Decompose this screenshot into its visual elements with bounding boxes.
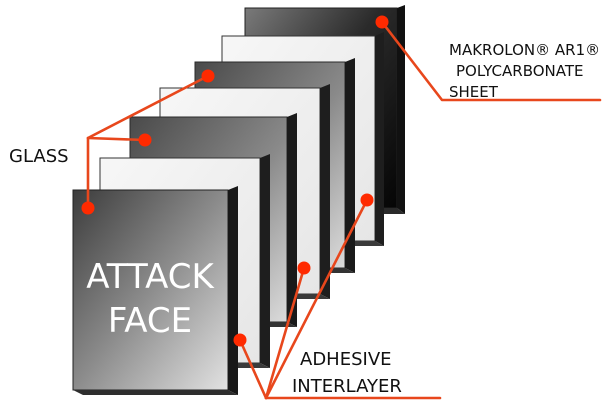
interlayer-leader-3 [264,198,369,400]
polycarbonate-dot [375,15,389,29]
adhesive-label-line2: INTERLAYER [292,376,402,397]
polycarbonate-leader [380,20,602,102]
glass-leader-middle [86,136,147,142]
glass-dot-front [81,201,95,215]
attack-face-label-line1: ATTACK [86,257,215,297]
interlayer-dot-2 [297,261,311,275]
glass-dot-middle [138,133,152,147]
panel-attack-face [72,186,238,395]
polycarbonate-label-line1: MAKROLON® AR1® [449,41,600,59]
adhesive-label-line1: ADHESIVE [300,349,392,370]
polycarbonate-label-line3: SHEET [449,83,499,101]
glass-dot-back [201,69,215,83]
interlayer-dot-3 [360,193,374,207]
attack-face-label-line2: FACE [108,301,192,341]
polycarbonate-label-line2: POLYCARBONATE [456,62,584,80]
interlayer-dot-1 [233,333,247,347]
glass-label: GLASS [9,146,69,167]
callout-dots [81,15,389,347]
interlayer-leader-1 [238,338,268,400]
leader-lines [86,20,602,400]
interlayer-leader-2 [264,266,306,400]
glass-leader-back [86,74,210,140]
